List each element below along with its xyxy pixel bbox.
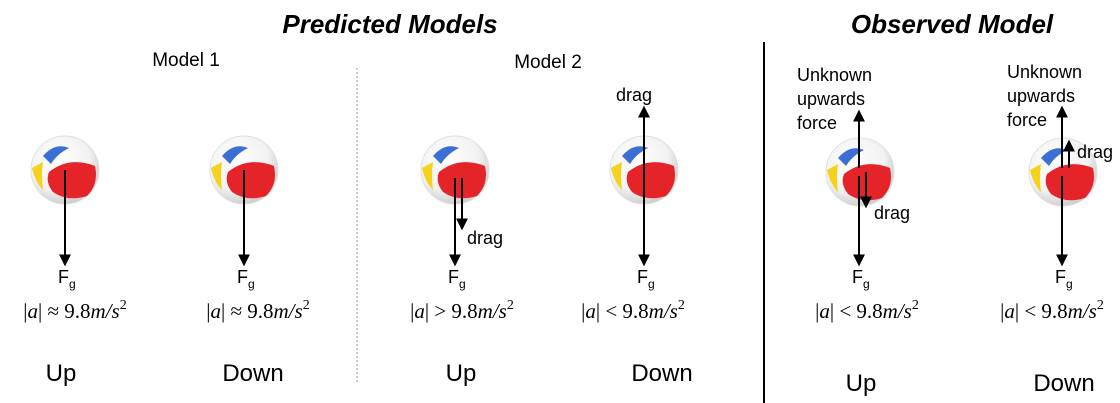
gravity-label: Fg [852, 267, 870, 291]
observed-model-heading: Observed Model [851, 9, 1054, 39]
model-1-label: Model 1 [152, 50, 220, 71]
direction-label: Down [631, 360, 692, 387]
panel-model1-down: Fg |a| ≈ 9.8m/s2 Down [206, 135, 310, 387]
panel-model1-up: Fg |a| ≈ 9.8m/s2 Up [23, 135, 127, 387]
acceleration-label: |a| > 9.8m/s2 [410, 298, 514, 323]
panel-model2-down: drag Fg |a| < 9.8m/s2 Down [581, 85, 693, 387]
drag-label: drag [467, 228, 503, 248]
gravity-label: Fg [448, 267, 466, 291]
panel-observed-down: Unknown upwards force drag Fg |a| < 9.8m… [1000, 62, 1113, 397]
panel-model2-up: drag Fg |a| > 9.8m/s2 Up [410, 135, 514, 387]
acceleration-label: |a| < 9.8m/s2 [1000, 298, 1104, 323]
direction-label: Down [222, 360, 283, 387]
gravity-label: Fg [1055, 267, 1073, 291]
acceleration-label: |a| ≈ 9.8m/s2 [23, 298, 126, 323]
gravity-label: Fg [637, 267, 655, 291]
acceleration-label: |a| < 9.8m/s2 [815, 298, 919, 323]
direction-label: Up [846, 370, 877, 397]
beach-ball-icon [1028, 137, 1098, 207]
unknown-force-label: Unknown upwards force [797, 65, 877, 133]
drag-label: drag [616, 85, 652, 105]
acceleration-label: |a| ≈ 9.8m/s2 [206, 298, 309, 323]
unknown-force-label: Unknown upwards force [1007, 62, 1087, 130]
model-2-label: Model 2 [514, 52, 582, 73]
acceleration-label: |a| < 9.8m/s2 [581, 298, 685, 323]
direction-label: Down [1033, 370, 1094, 397]
gravity-label: Fg [58, 267, 76, 291]
predicted-models-heading: Predicted Models [282, 9, 497, 39]
direction-label: Up [446, 360, 477, 387]
drag-label: drag [874, 203, 910, 223]
direction-label: Up [46, 360, 77, 387]
drag-label: drag [1077, 142, 1113, 162]
panel-observed-up: Unknown upwards force drag Fg |a| < 9.8m… [797, 65, 919, 397]
gravity-label: Fg [237, 267, 255, 291]
